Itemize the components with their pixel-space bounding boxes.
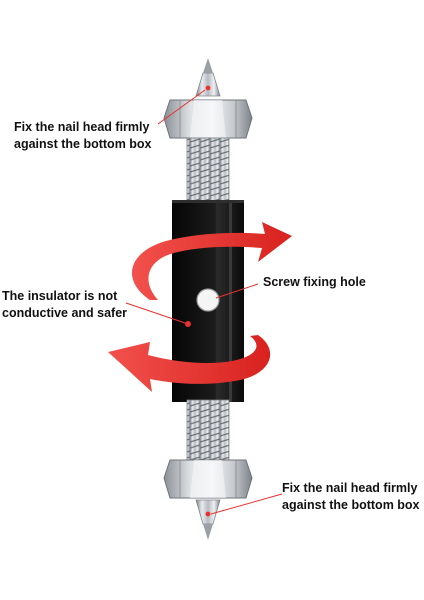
callout-top-line1: Fix the nail head firmly — [14, 120, 150, 134]
callout-line-bottom — [210, 493, 283, 515]
callout-line-left — [125, 302, 189, 325]
top-marker-dot — [205, 85, 211, 91]
rotation-arrow-upper — [131, 222, 292, 300]
callout-label-screw-hole: Screw fixing hole — [263, 274, 366, 291]
callout-bottom-line1: Fix the nail head firmly — [282, 481, 418, 495]
callout-right-line1: Screw fixing hole — [263, 275, 366, 289]
callout-line-right — [215, 283, 259, 299]
callout-label-top-nail-head: Fix the nail head firmly against the bot… — [14, 119, 152, 153]
callout-left-line1: The insulator is not — [2, 289, 118, 303]
callout-label-bottom-nail-head: Fix the nail head firmly against the bot… — [282, 480, 420, 514]
top-threaded-rod — [186, 137, 230, 203]
callout-bottom-line2: against the bottom box — [282, 498, 420, 512]
rotation-arrow-lower — [108, 335, 271, 392]
top-nut — [163, 99, 253, 139]
insulator-marker-dot — [185, 321, 191, 327]
top-spike — [195, 58, 221, 97]
callout-left-line2: conductive and safer — [2, 306, 128, 320]
bottom-marker-dot — [205, 511, 211, 517]
screw-fixing-hole — [196, 288, 220, 312]
callout-lines — [125, 89, 283, 515]
bottom-threaded-rod — [186, 399, 230, 463]
bottom-spike — [195, 499, 221, 540]
callout-top-line2: against the bottom box — [14, 137, 152, 151]
callout-label-insulator: The insulator is not conductive and safe… — [2, 288, 127, 322]
bottom-nut — [163, 459, 253, 499]
callout-line-top — [157, 89, 206, 125]
